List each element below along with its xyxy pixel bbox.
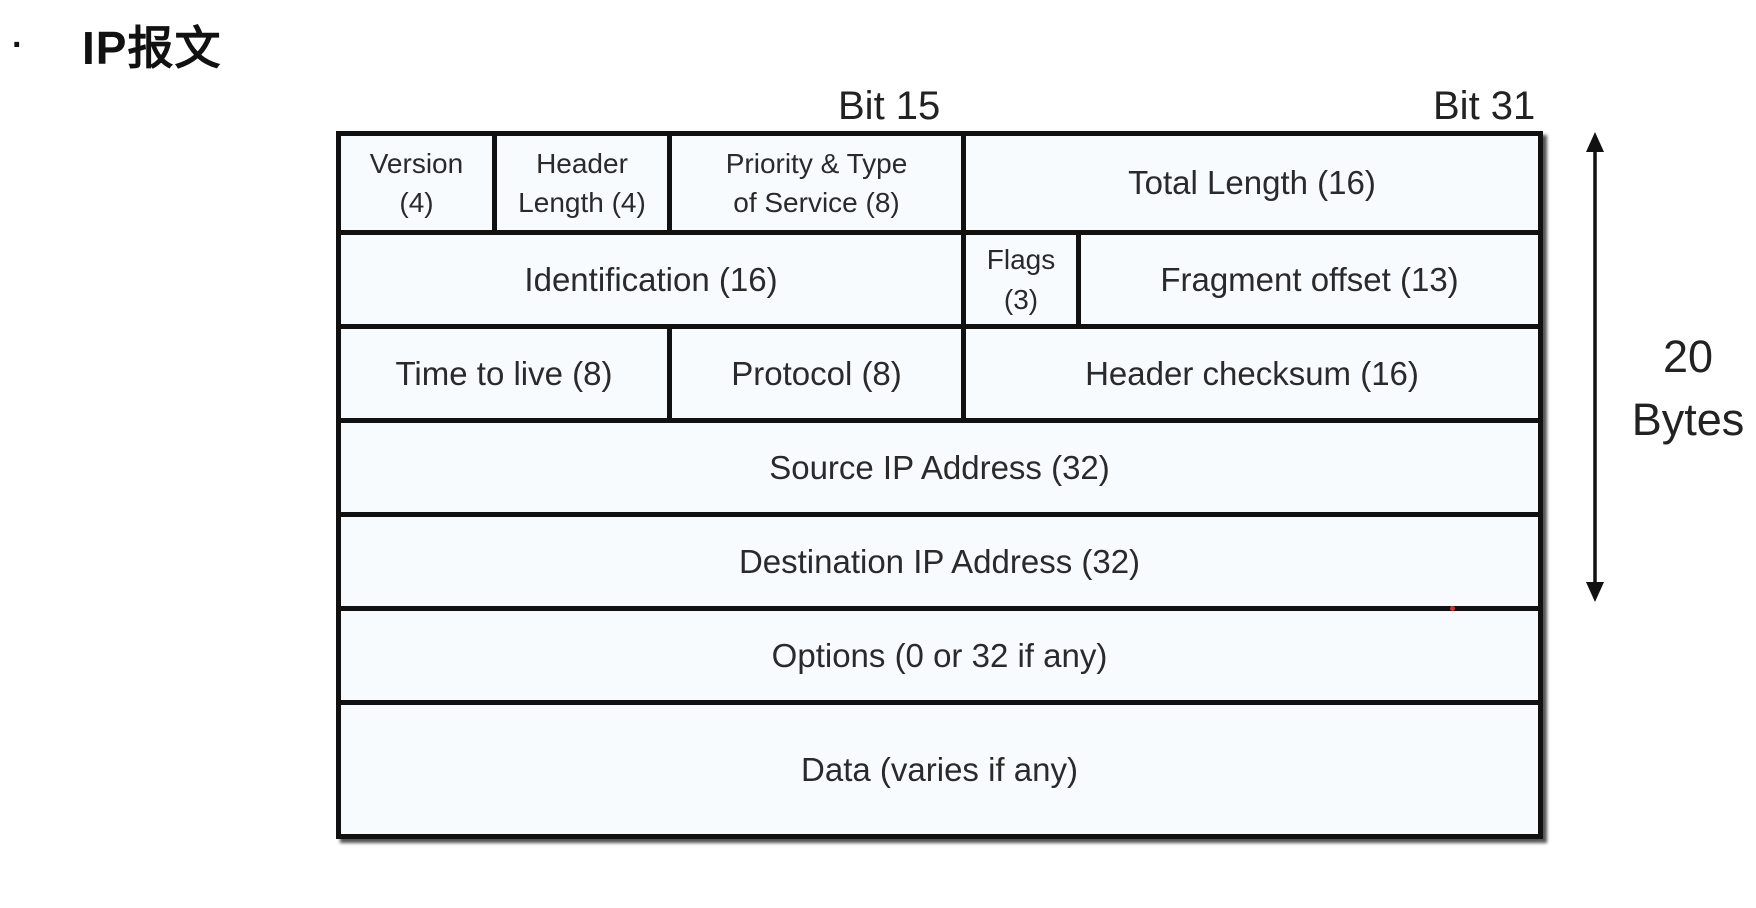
field-identification: Identification (16)	[524, 260, 778, 298]
page-title: IP报文	[82, 22, 222, 74]
options-row: Options (0 or 32 if any)	[341, 606, 1538, 700]
field-protocol: Protocol (8)	[667, 329, 961, 418]
bit-15-label: Bit 15	[838, 84, 941, 128]
header-size-arrow	[1580, 132, 1610, 602]
ip-header-diagram: Version (4) Header Length (4) Priority &…	[336, 131, 1543, 839]
field-version: Version (4)	[369, 147, 464, 218]
field-time-to-live: Time to live (8)	[395, 354, 613, 392]
header-row-3: Time to live (8) Protocol (8) Header che…	[341, 324, 1538, 418]
header-row-5: Destination IP Address (32)	[341, 512, 1538, 606]
field-fragment-offset: Fragment offset (13)	[1076, 235, 1538, 324]
header-row-2: Identification (16) Flags (3) Fragment o…	[341, 230, 1538, 324]
field-destination-ip: Destination IP Address (32)	[738, 542, 1141, 580]
field-options: Options (0 or 32 if any)	[771, 636, 1108, 674]
field-source-ip: Source IP Address (32)	[769, 448, 1110, 486]
field-type-of-service: Priority & Type of Service (8)	[667, 136, 961, 230]
field-data: Data (varies if any)	[801, 750, 1078, 788]
bullet-marker: ·	[12, 25, 24, 64]
bit-31-label: Bit 31	[1433, 84, 1536, 128]
red-mark	[1450, 606, 1455, 611]
data-row: Data (varies if any)	[341, 700, 1538, 834]
header-row-4: Source IP Address (32)	[341, 418, 1538, 512]
field-header-checksum: Header checksum (16)	[961, 329, 1538, 418]
field-header-length: Header Length (4)	[492, 136, 667, 230]
field-total-length: Total Length (16)	[961, 136, 1538, 230]
header-size-label: 20 Bytes	[1631, 331, 1745, 445]
header-row-1: Version (4) Header Length (4) Priority &…	[341, 136, 1538, 230]
field-flags: Flags (3)	[961, 235, 1076, 324]
heading: · IP报文	[12, 12, 221, 78]
